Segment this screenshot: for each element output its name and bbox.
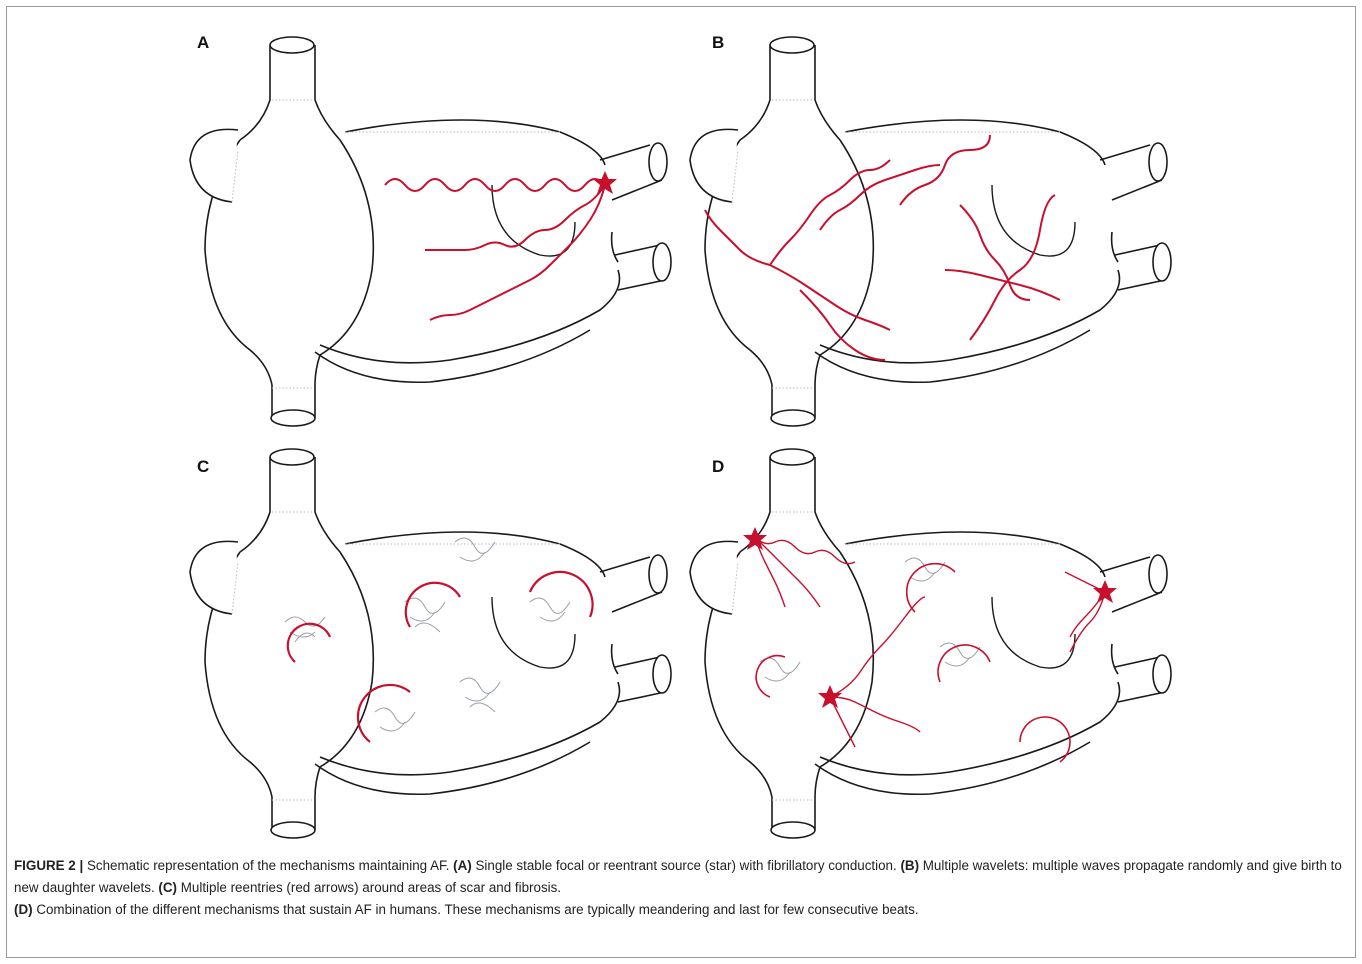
focal-source-star-d2 xyxy=(818,685,842,708)
caption-d-text: Combination of the different mechanisms … xyxy=(33,902,919,917)
panel-label-a: A xyxy=(197,33,209,52)
heart-outline-b xyxy=(690,37,1171,426)
caption-c-text: Multiple reentries (red arrows) around a… xyxy=(177,880,561,895)
panel-b: B xyxy=(690,33,1171,426)
panel-d: D xyxy=(690,449,1171,838)
figure-caption: FIGURE 2 | Schematic representation of t… xyxy=(14,855,1348,921)
heart-outline-c xyxy=(190,449,671,838)
wavefronts-a xyxy=(385,179,605,320)
caption-a-label: (A) xyxy=(453,858,472,873)
reentry-arrows-d xyxy=(756,564,1070,762)
focal-source-star-a xyxy=(593,171,617,194)
reentry-arrows-c xyxy=(288,572,593,742)
panel-a: A xyxy=(190,33,671,426)
focal-source-star-d3 xyxy=(1093,580,1117,603)
fibrosis-patches-d xyxy=(760,558,980,681)
heart-outline-d xyxy=(690,449,1171,838)
panel-c: C xyxy=(190,449,671,838)
mixed-wavefronts-d xyxy=(755,537,1105,747)
panel-label-b: B xyxy=(712,33,724,52)
caption-figure-label: FIGURE 2 | xyxy=(14,858,83,873)
figure-artwork: A B xyxy=(0,0,1362,850)
caption-b-label: (B) xyxy=(900,858,919,873)
wavefronts-b xyxy=(705,135,1060,360)
caption-d-label: (D) xyxy=(14,902,33,917)
panel-label-c: C xyxy=(197,457,209,476)
caption-a-text: Single stable focal or reentrant source … xyxy=(472,858,901,873)
heart-outline-a xyxy=(190,37,671,426)
panel-label-d: D xyxy=(712,457,724,476)
caption-intro: Schematic representation of the mechanis… xyxy=(83,858,453,873)
caption-c-label: (C) xyxy=(158,880,177,895)
